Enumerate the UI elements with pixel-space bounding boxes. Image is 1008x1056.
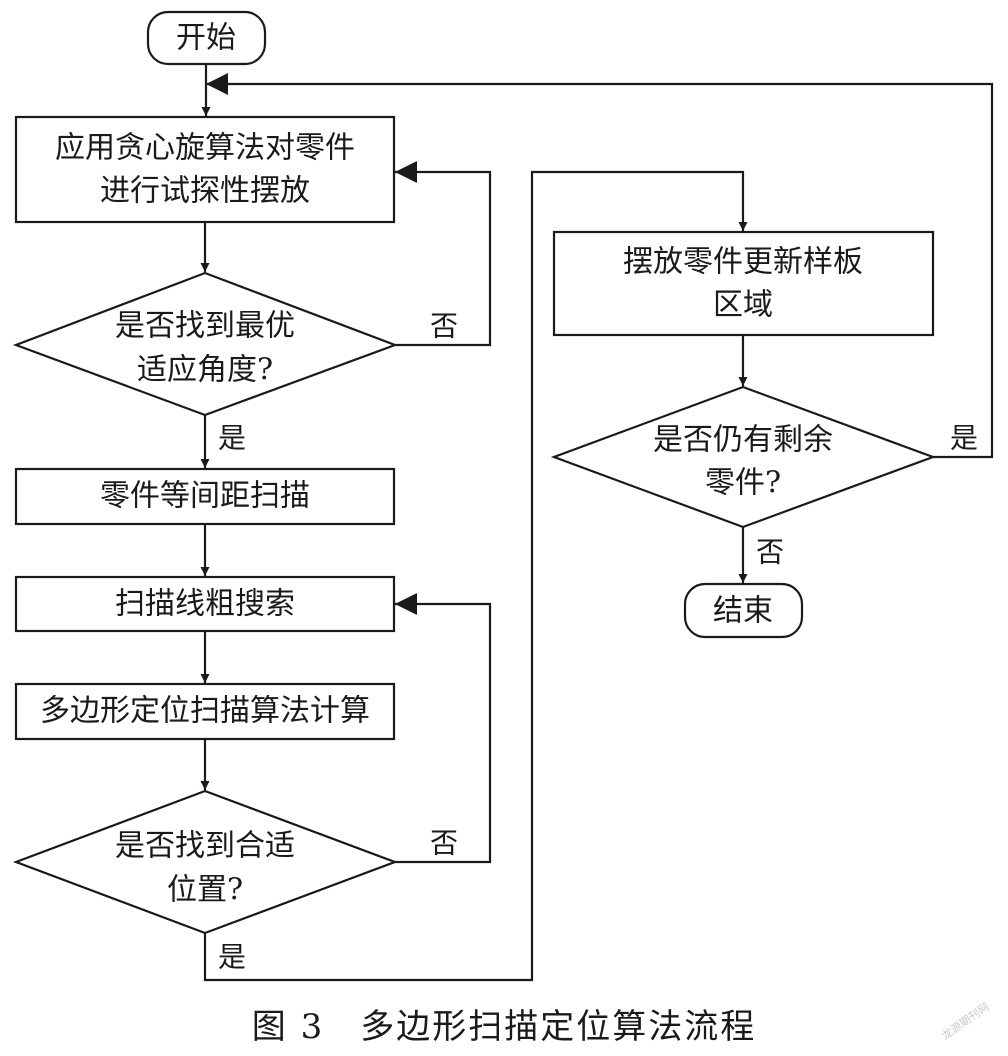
- polygon-calc-label: 多边形定位扫描算法计算: [40, 694, 370, 729]
- fit-position-line2: 位置?: [167, 873, 243, 908]
- equal-spacing-scan-label: 零件等间距扫描: [100, 479, 310, 514]
- start-label: 开始: [176, 21, 236, 56]
- equal-spacing-scan-box: [14, 467, 396, 526]
- fit-no-label: 否: [430, 827, 458, 860]
- place-update-box: [552, 230, 935, 337]
- remaining-no-label: 否: [756, 536, 784, 569]
- arrow-remaining-yes-loop: [206, 73, 994, 459]
- optimal-angle-line1: 是否找到最优: [115, 309, 295, 344]
- fit-position-line1: 是否找到合适: [115, 829, 295, 864]
- greedy-placement-line2: 进行试探性摆放: [100, 174, 310, 209]
- greedy-placement-line1: 应用贪心旋算法对零件: [55, 131, 355, 166]
- optimal-angle-decision: [12, 271, 399, 417]
- watermark: 龙源期刊网: [939, 999, 992, 1042]
- end-terminal: [683, 582, 804, 639]
- coarse-search-box: [14, 575, 396, 633]
- place-update-line1: 摆放零件更新样板: [623, 245, 863, 280]
- arrow-fit-no-loop: [395, 593, 492, 864]
- coarse-search-label: 扫描线粗搜索: [115, 587, 295, 622]
- figure-caption: 图 3 多边形扫描定位算法流程: [252, 1007, 756, 1047]
- arrow-optimal-no-loop: [395, 161, 492, 347]
- optimal-angle-line2: 适应角度?: [137, 353, 273, 388]
- remaining-parts-line1: 是否仍有剩余: [653, 423, 833, 458]
- place-update-line2: 区域: [713, 288, 773, 323]
- remaining-yes-label: 是: [950, 422, 978, 455]
- optimal-no-label: 否: [430, 310, 458, 343]
- end-label: 结束: [713, 594, 773, 629]
- arrow-fit-yes-to-place: [203, 170, 748, 982]
- fit-yes-label: 是: [218, 941, 246, 974]
- remaining-parts-line2: 零件?: [705, 466, 781, 501]
- greedy-placement-box: [14, 115, 396, 224]
- optimal-yes-label: 是: [218, 422, 246, 455]
